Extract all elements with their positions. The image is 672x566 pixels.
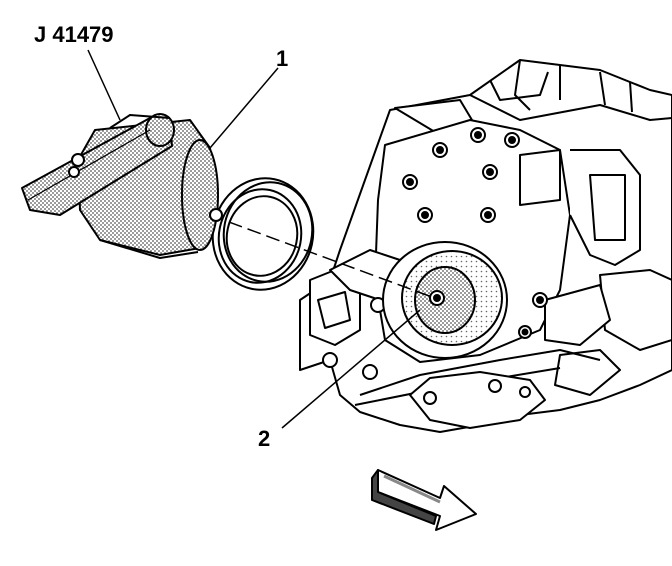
callout-1: 1 <box>276 46 289 71</box>
crankshaft-hub <box>382 241 508 359</box>
alignment-line <box>209 214 441 301</box>
tool-number-label: J 41479 <box>34 22 114 47</box>
leader-tool <box>87 49 121 121</box>
installer-tool <box>21 113 223 259</box>
leader-lines <box>87 49 421 429</box>
leader-1 <box>209 67 279 149</box>
leader-2 <box>281 309 421 429</box>
rear-main-seal <box>211 177 315 291</box>
callout-2: 2 <box>258 426 271 451</box>
engine-block <box>299 59 672 433</box>
direction-arrow-icon <box>371 469 477 531</box>
